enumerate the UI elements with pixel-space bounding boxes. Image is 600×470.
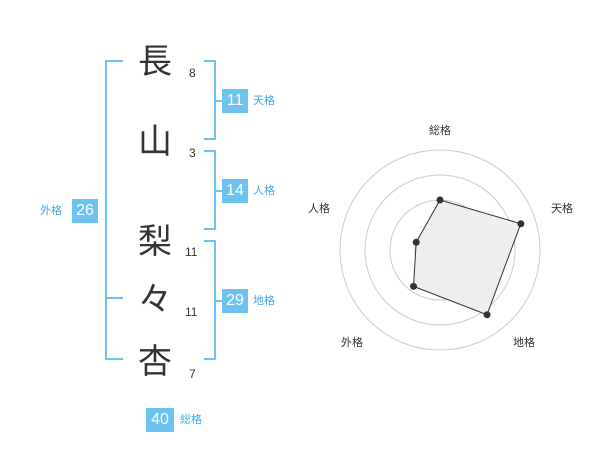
soukaku-value-badge: 40	[146, 408, 174, 432]
gaikaku-value-badge: 26	[72, 199, 98, 223]
name-char-3: 梨	[138, 222, 172, 262]
kaku-radar-chart: 総格 天格 地格 外格 人格	[308, 123, 573, 351]
gaikaku-label: 外格	[40, 204, 62, 217]
radar-points	[410, 196, 525, 319]
gaikaku-bracket-tick	[105, 297, 123, 299]
radar-ring-3	[364, 174, 516, 326]
radar-axis-label-tenkaku: 天格	[551, 201, 573, 215]
name-char-2: 山	[138, 122, 172, 162]
tenkaku-value-badge: 11	[222, 89, 248, 113]
name-char-4: 々	[138, 280, 172, 320]
soukaku-label: 総格	[180, 413, 202, 426]
gaikaku-bracket	[105, 60, 123, 360]
name-char-5: 杏	[138, 342, 172, 382]
stroke-count-3: 11	[185, 245, 198, 259]
jinkaku-value-badge: 14	[222, 179, 248, 203]
radar-axis-label-gaikaku: 外格	[341, 335, 363, 349]
radar-axis-label-jinkaku: 人格	[308, 201, 330, 215]
radar-point-5	[412, 238, 420, 246]
radar-axis-label-soukaku: 総格	[429, 123, 451, 137]
radar-point-3	[483, 311, 491, 319]
chikaku-label: 地格	[253, 294, 275, 307]
stroke-count-2: 3	[189, 146, 196, 160]
radar-point-4	[410, 282, 418, 290]
stroke-count-1: 8	[189, 66, 196, 80]
radar-axis-label-chikaku: 地格	[513, 335, 535, 349]
chikaku-connector	[214, 300, 222, 302]
stroke-count-4: 11	[185, 305, 198, 319]
radar-polygon	[412, 199, 522, 316]
tenkaku-connector	[214, 100, 222, 102]
jinkaku-connector	[214, 190, 222, 192]
chikaku-value-badge: 29	[222, 289, 248, 313]
name-char-1: 長	[138, 42, 172, 82]
jinkaku-label: 人格	[253, 184, 275, 197]
radar-ring-4	[339, 149, 541, 351]
radar-point-1	[436, 196, 444, 204]
tenkaku-label: 天格	[253, 94, 275, 107]
stroke-count-5: 7	[189, 367, 196, 381]
radar-point-2	[517, 220, 525, 228]
